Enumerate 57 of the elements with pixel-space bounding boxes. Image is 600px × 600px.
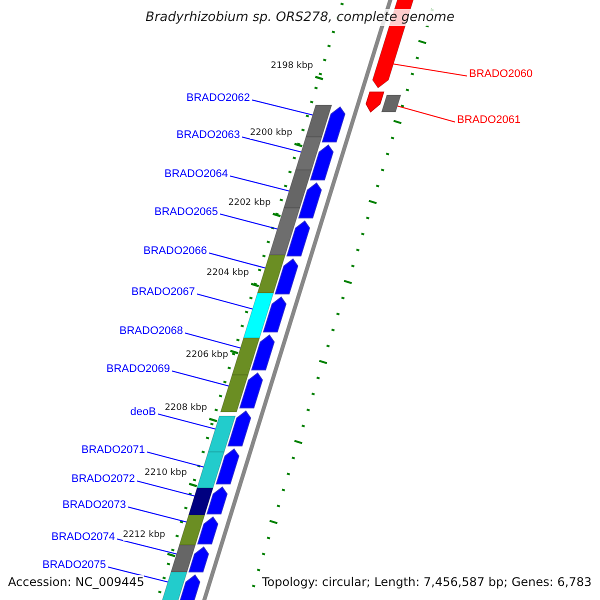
leader-line: [158, 413, 216, 430]
gene-label: BRADO2065: [154, 206, 218, 219]
gene-label: BRADO2072: [71, 473, 135, 486]
gene-segment: [170, 544, 196, 572]
leader-line: [393, 63, 468, 77]
leader-line: [136, 480, 195, 497]
gene-segment: [196, 452, 225, 488]
gene-segment: [257, 254, 286, 294]
leader-line: [230, 175, 290, 192]
gene-label: BRADO2074: [51, 531, 115, 544]
gene-label: BRADO2062: [186, 92, 250, 105]
scale-label: 2206 kbp: [186, 350, 228, 361]
gene-segment: [160, 572, 188, 600]
gene-segment: [243, 292, 274, 338]
leader-line: [146, 451, 204, 468]
gene-segment: [178, 514, 206, 546]
gene-label: BRADO2066: [143, 245, 207, 258]
gene-label: BRADO2071: [81, 444, 145, 457]
leader-line: [108, 566, 168, 583]
gene-label: BRADO2061: [457, 114, 521, 127]
gene-label: BRADO2069: [106, 363, 170, 376]
gene-segment: [305, 104, 332, 138]
gene-segment: [188, 488, 214, 516]
gene-label: BRADO2073: [62, 499, 126, 512]
leader-line: [128, 506, 187, 523]
gene-label: BRADO2063: [176, 129, 240, 142]
leader-line: [242, 136, 302, 153]
gene-label: BRADO2067: [131, 286, 195, 299]
gene-segment: [268, 208, 300, 256]
scale-label: 2204 kbp: [206, 268, 249, 279]
leader-line: [397, 105, 456, 123]
gene-block: [381, 94, 402, 112]
gene-segment: [232, 338, 260, 376]
scale-label: 2198 kbp: [270, 61, 314, 72]
leader-line: [116, 538, 177, 555]
gene-label: BRADO2075: [42, 559, 106, 572]
gene-label: BRADO2064: [164, 168, 228, 181]
scale-label: 2200 kbp: [250, 128, 292, 139]
gene-label: BRADO2060: [469, 68, 533, 81]
scale-label: 2212 kbp: [122, 530, 166, 541]
gene-segment: [208, 416, 236, 452]
info-text: Topology: circular; Length: 7,456,587 bp; Genes: 6,783: [262, 575, 592, 590]
gene-segment: [220, 374, 248, 412]
scale-label: 2210 kbp: [144, 468, 187, 479]
leader-line: [208, 252, 266, 269]
leader-line: [220, 213, 278, 230]
scale-label: 2202 kbp: [228, 198, 271, 209]
leader-line: [252, 99, 313, 116]
gene-label: deoB: [130, 406, 156, 419]
leader-line: [184, 332, 241, 349]
gene-segment: [283, 170, 312, 208]
leader-line: [196, 293, 253, 310]
info-text: Accession: NC_009445: [8, 575, 144, 590]
gene-segment: [295, 136, 322, 170]
scale-label: 2208 kbp: [164, 403, 208, 414]
leader-line: [172, 370, 229, 387]
gene-label: BRADO2068: [119, 325, 183, 338]
